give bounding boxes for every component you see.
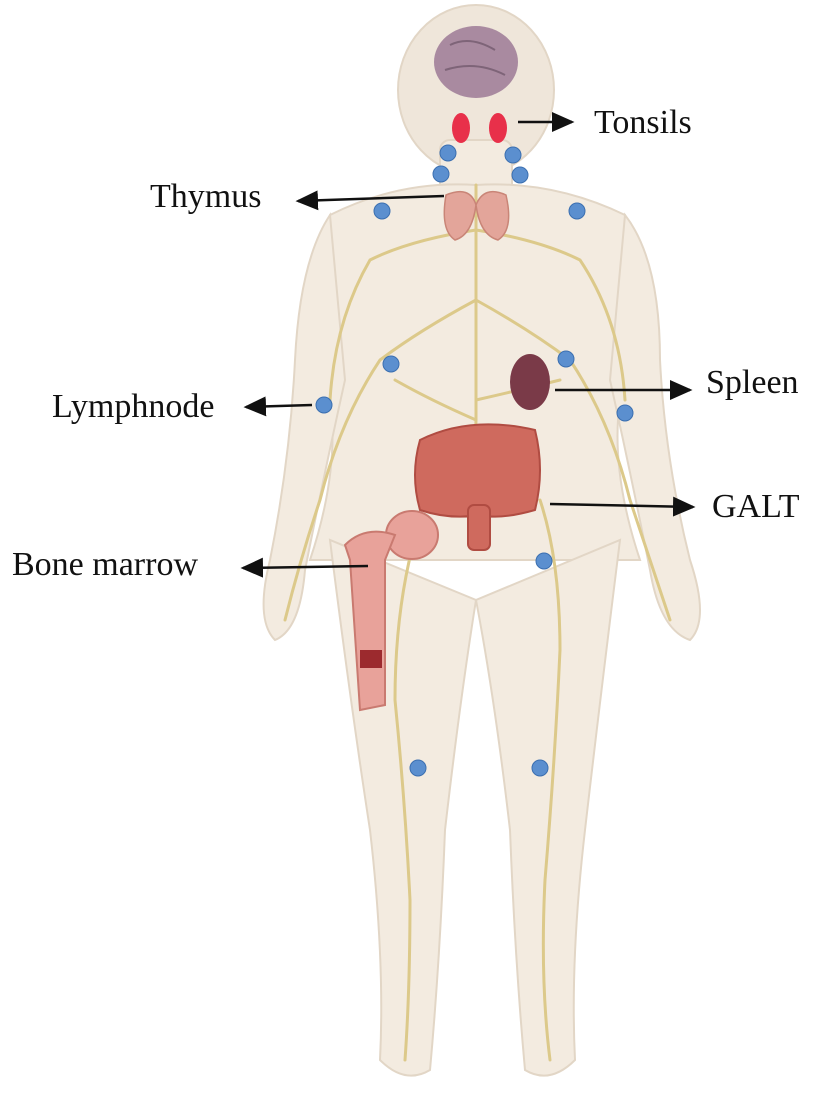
lymph-node-dot (532, 760, 548, 776)
lymph-node-dot (536, 553, 552, 569)
lymph-node-dot (569, 203, 585, 219)
label-tonsils: Tonsils (594, 106, 692, 140)
label-bone-marrow: Bone marrow (12, 548, 198, 582)
lymph-node-dot (512, 167, 528, 183)
lymph-node-dot (505, 147, 521, 163)
lymph-node-dot (374, 203, 390, 219)
lymph-node-dot (316, 397, 332, 413)
lymph-node-dot (617, 405, 633, 421)
spleen-icon (510, 354, 550, 410)
label-spleen: Spleen (706, 366, 799, 400)
lymph-node-dot (440, 145, 456, 161)
lymph-node-dot (558, 351, 574, 367)
brain-icon (434, 26, 518, 98)
label-lymphnode: Lymphnode (52, 390, 214, 424)
label-galt: GALT (712, 490, 800, 524)
lymph-node-dot (383, 356, 399, 372)
lymph-node-dot (410, 760, 426, 776)
label-thymus: Thymus (150, 180, 261, 214)
lymph-node-dot (433, 166, 449, 182)
